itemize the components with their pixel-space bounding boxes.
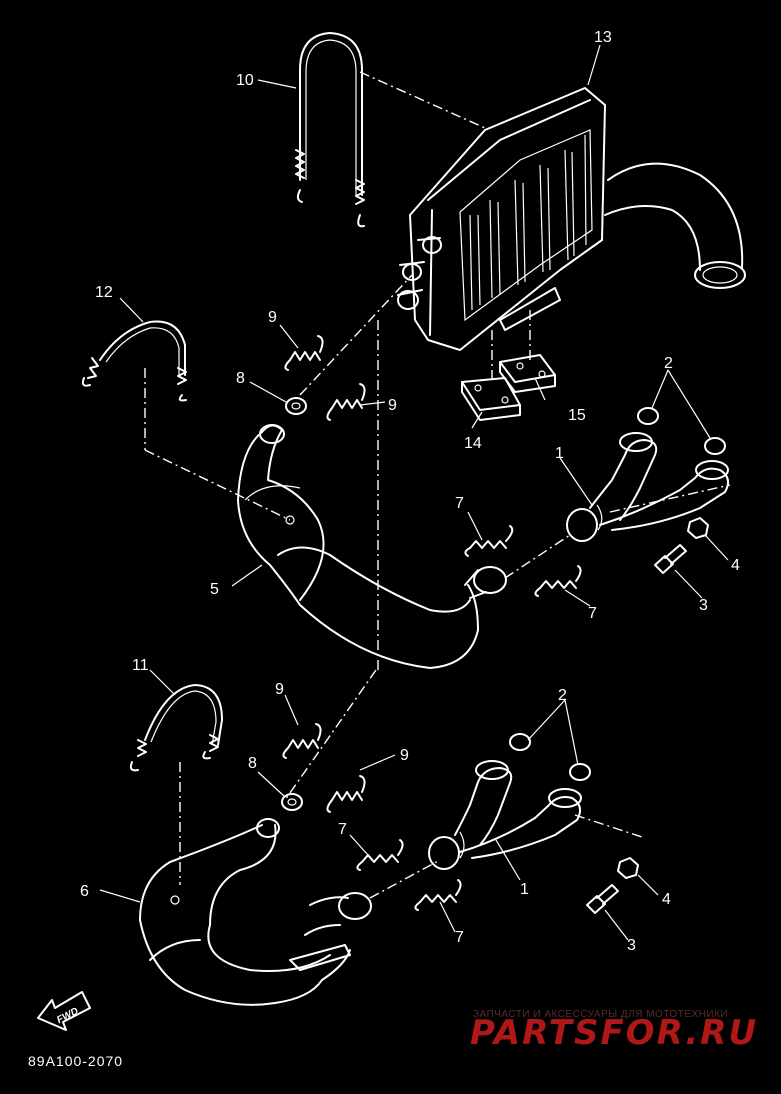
nut-4-lower [617,857,639,879]
spring-9-c [282,723,322,759]
gasket-8-a [285,397,307,415]
gasket-8-b [281,793,303,811]
fwd-label: FWD [55,1006,80,1026]
exhaust-pipe-5 [237,424,507,669]
nut-4-upper [687,517,709,539]
label-part-2-a: 2 [664,355,673,372]
spring-7-c [356,839,404,871]
spring-9-d [326,775,366,813]
label-part-13: 13 [594,29,612,46]
label-part-11: 11 [132,657,149,674]
gasket-2-lower [509,733,591,781]
label-part-7-a: 7 [455,495,464,512]
spring-9-b [326,383,366,421]
bolt-3-lower [586,884,619,914]
exhaust-joint-1-upper [566,432,730,542]
label-part-7-c: 7 [338,821,347,838]
label-part-15: 15 [568,407,586,424]
exhaust-joint-1-lower [428,760,582,870]
bolt-3-upper [654,544,687,574]
label-part-14: 14 [464,435,482,452]
spring-9-a [284,335,324,371]
watermark-tagline: ЗАПЧАСТИ И АКСЕССУАРЫ ДЛЯ МОТОТЕХНИКИ [473,1009,728,1020]
label-part-1-b: 1 [520,881,529,898]
label-part-3-a: 3 [699,597,708,614]
spring-hook-12 [81,320,187,450]
label-part-3-b: 3 [627,937,636,954]
spring-7-a [464,525,514,557]
watermark: ЗАПЧАСТИ И АКСЕССУАРЫ ДЛЯ МОТОТЕХНИКИ PA… [470,1009,758,1053]
label-part-9-a: 9 [268,309,277,326]
stay-15 [499,354,556,393]
label-part-9-c: 9 [275,681,284,698]
spring-hook-11 [129,684,223,885]
label-part-4-a: 4 [731,557,740,574]
stay-14 [461,377,521,421]
part-labels: 10 13 12 9 8 9 14 15 2 1 7 5 7 4 3 11 9 … [80,29,740,954]
watermark-brand: PARTSFOR.RU [470,1013,758,1053]
label-part-10: 10 [236,72,254,89]
label-part-1-a: 1 [555,445,564,462]
gasket-2-upper [637,407,726,455]
label-part-9-d: 9 [400,747,409,764]
spring-7-b [534,565,582,597]
spring-hook-10 [295,32,365,228]
label-part-5: 5 [210,581,219,598]
label-part-7-b: 7 [588,605,597,622]
leader-lines [99,44,729,941]
label-part-6: 6 [80,883,89,900]
assembly-center-lines [144,274,731,899]
label-part-8-b: 8 [248,755,257,772]
label-part-4-b: 4 [662,891,671,908]
muffler-13 [359,71,746,351]
label-part-2-b: 2 [558,687,567,704]
label-part-12: 12 [95,284,113,301]
spring-7-d [414,879,462,911]
label-part-7-d: 7 [455,929,464,946]
label-part-9-b: 9 [388,397,397,414]
exhaust-pipe-6 [139,818,372,1006]
muffler-inlets [397,236,442,310]
drawing-code: 89A100-2070 [28,1053,123,1069]
label-part-8-a: 8 [236,370,245,387]
forward-arrow: FWD [37,991,91,1031]
